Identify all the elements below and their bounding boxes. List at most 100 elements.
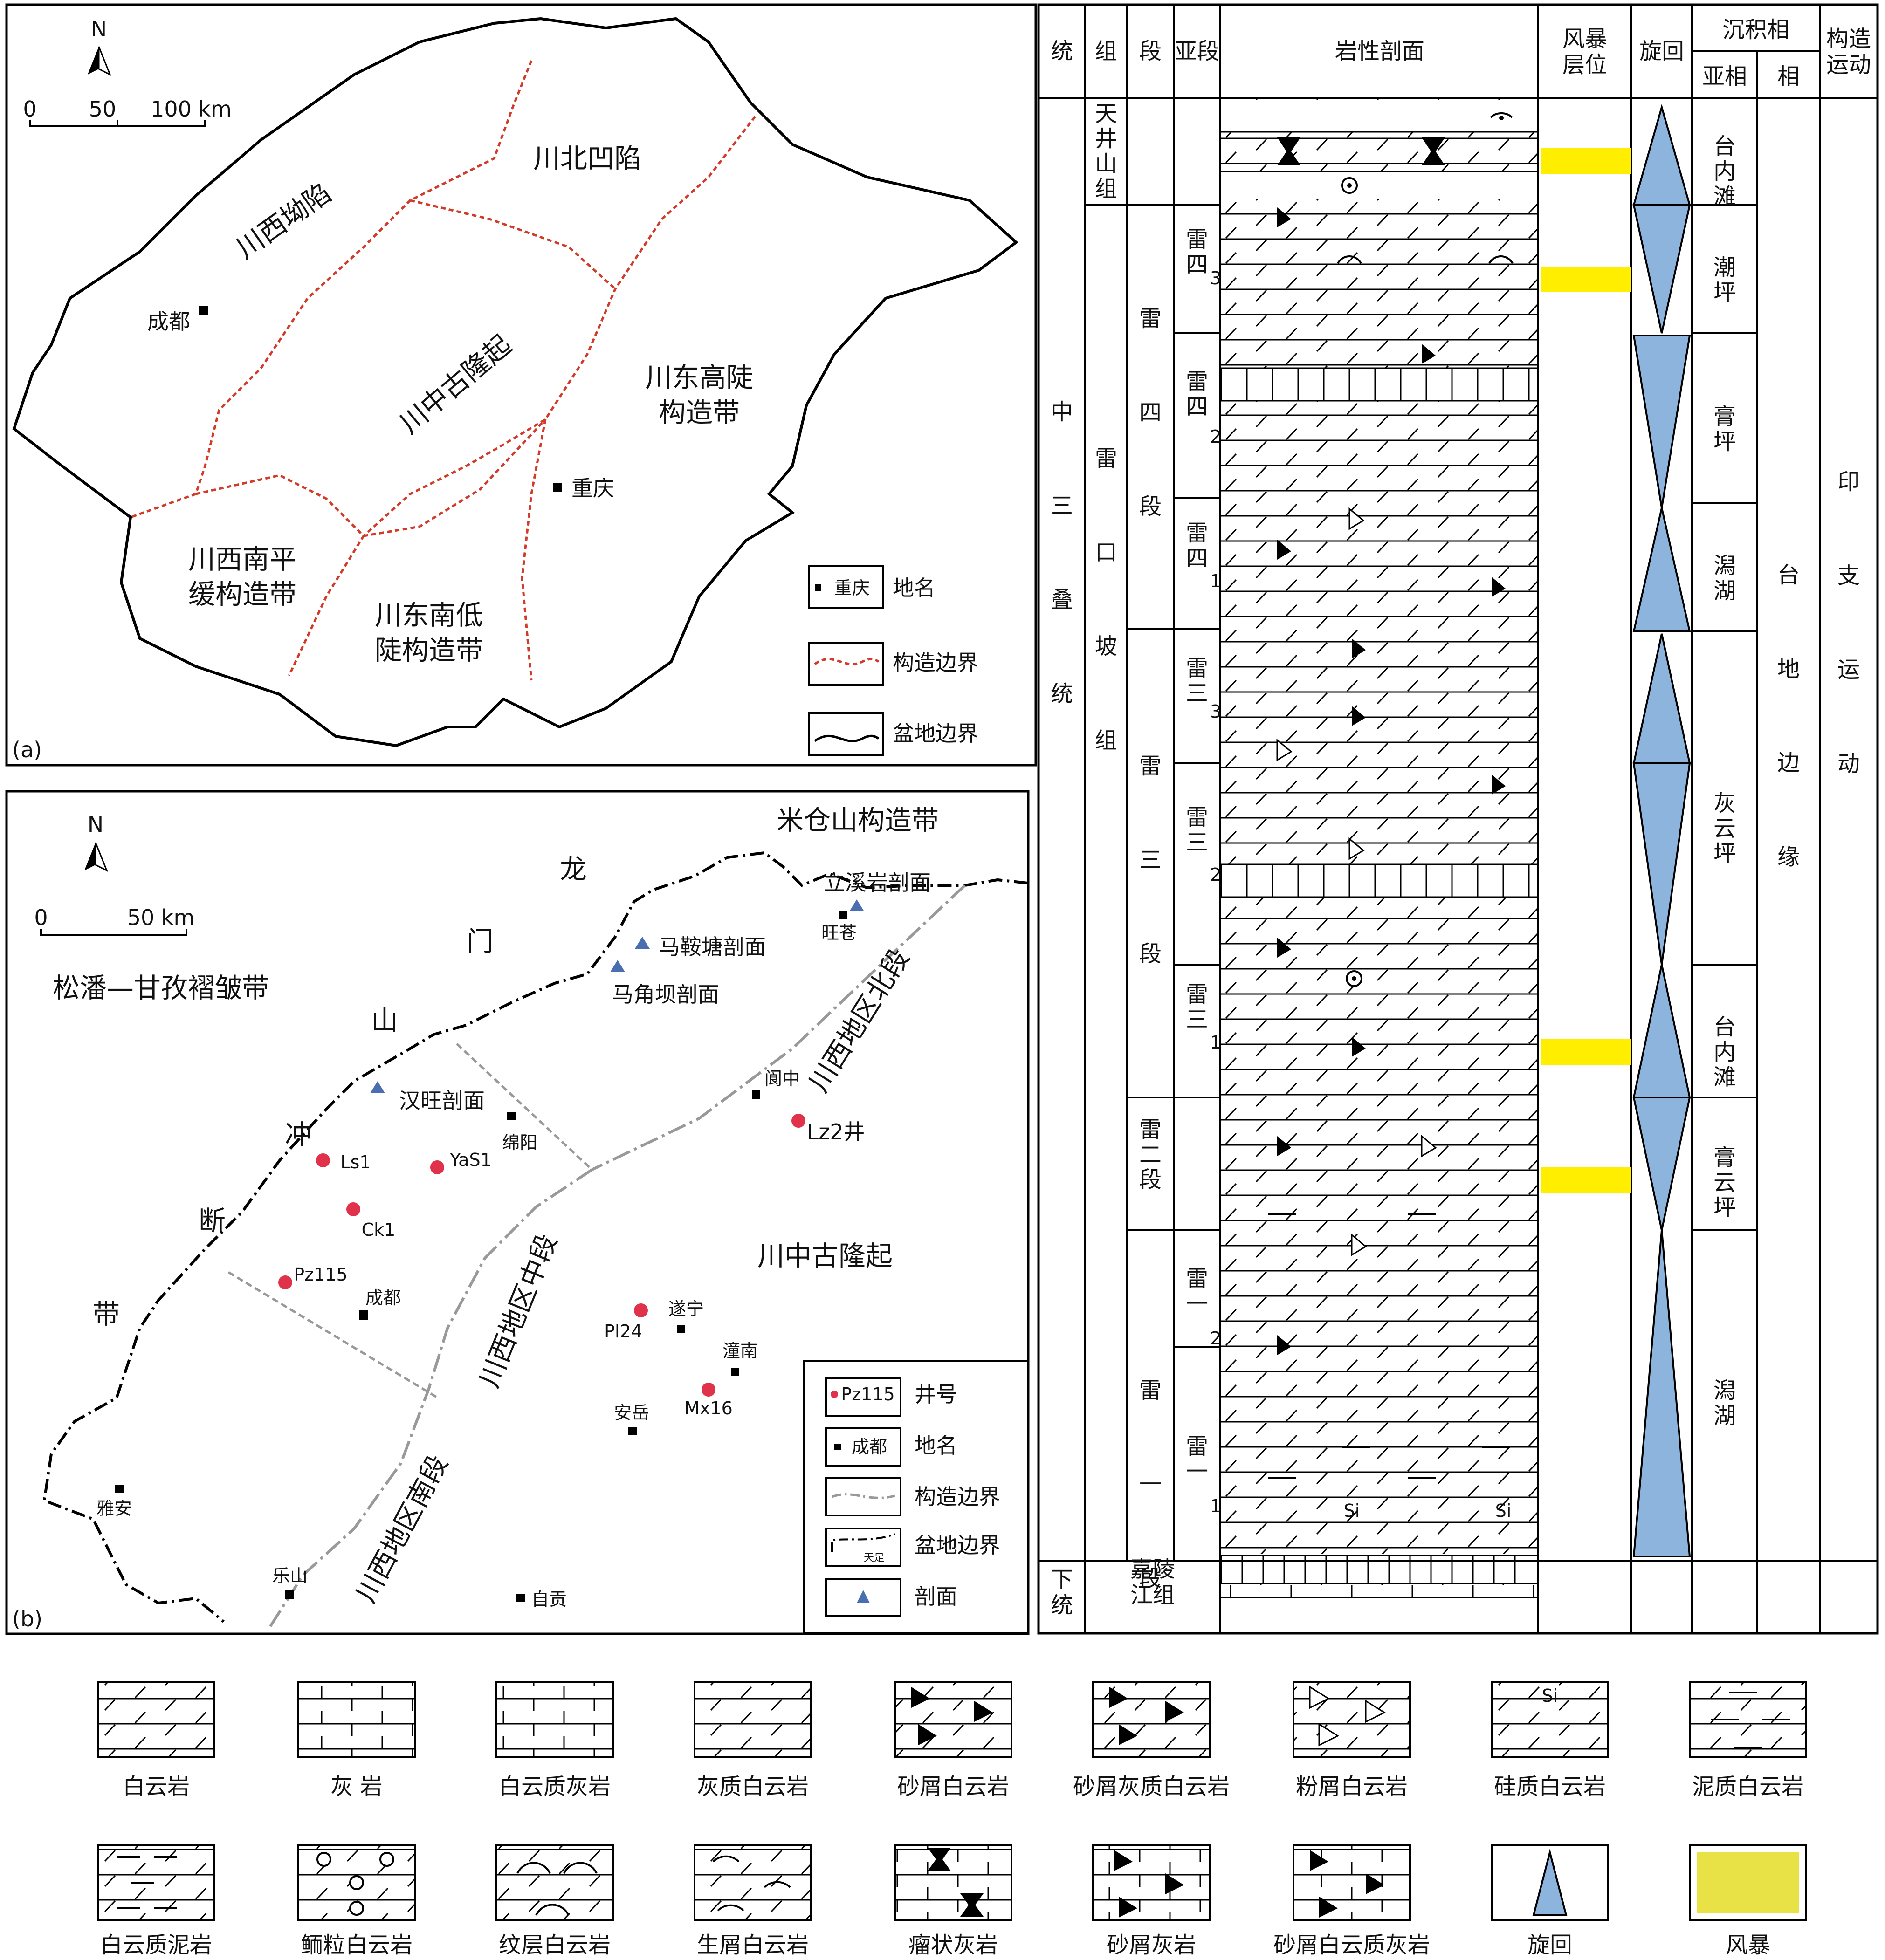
duan-lei4: 雷四段 bbox=[1139, 306, 1162, 520]
yaduan-lei1-2-sup: 2 bbox=[1210, 1328, 1221, 1349]
city-marker-chongqing bbox=[553, 483, 562, 492]
yaduan-lei1-1-sup: 1 bbox=[1210, 1496, 1221, 1516]
well-icon bbox=[791, 1114, 805, 1128]
city-leshan: 乐山 bbox=[272, 1566, 308, 1586]
legend-label-1: 灰 岩 bbox=[330, 1774, 382, 1800]
panel-b: N 0 50 km 米仓山构造带 松潘—甘孜褶皱带 龙 门 山 冲 断 带 川中… bbox=[5, 790, 1030, 1635]
subfacies-6: 膏云坪 bbox=[1713, 1144, 1736, 1221]
legend-label-0: 白云岩 bbox=[123, 1774, 190, 1800]
sand-debris-marks bbox=[1277, 207, 1506, 1355]
region-chuandong-1: 川东高陡 bbox=[645, 362, 753, 393]
region-chuanxinan-1: 川西南平 bbox=[188, 543, 296, 575]
scale-bar: 0 50 100 km bbox=[23, 96, 232, 127]
column-headers: 统 组 段 亚段 岩性剖面 风暴层位 旋回 沉积相 亚相 相 构造运动 bbox=[1051, 17, 1871, 89]
legend-label-17: 风暴 bbox=[1726, 1932, 1770, 1958]
region-chuandong-2: 构造带 bbox=[659, 397, 740, 428]
legend-section-icon bbox=[857, 1590, 870, 1603]
lithology-dolomite-fill bbox=[1221, 98, 1538, 1554]
scale-bar-b: 0 50 km bbox=[34, 905, 195, 936]
cycle-triangles bbox=[1632, 103, 1691, 1557]
panel-a: N 0 50 100 km 川北凹陷 川西坳陷 川中古隆起 川东高陡 构造带 川… bbox=[5, 3, 1037, 767]
storm-layer bbox=[1541, 267, 1631, 292]
legend-label-8: 泥质白云岩 bbox=[1692, 1774, 1804, 1800]
north-label: N bbox=[91, 16, 107, 41]
subfacies-2: 膏坪 bbox=[1713, 404, 1736, 455]
legend-b-section-label: 剖面 bbox=[915, 1584, 957, 1609]
city-chengdu: 成都 bbox=[147, 309, 190, 334]
storm-layers bbox=[1541, 148, 1631, 1193]
legend-a-basin-label: 盆地边界 bbox=[893, 721, 978, 746]
header-subfacies: 亚相 bbox=[1702, 63, 1747, 89]
header-lithology: 岩性剖面 bbox=[1335, 38, 1424, 64]
tong-middle-triassic: 中三叠统 bbox=[1051, 399, 1073, 707]
legend-label-10: 鲕粒白云岩 bbox=[301, 1932, 413, 1958]
city-langzhong: 阆中 bbox=[764, 1069, 800, 1089]
region-chuanzhong: 川中古隆起 bbox=[393, 329, 517, 440]
nodular-mark bbox=[1277, 137, 1300, 165]
legend-label-4: 砂屑白云岩 bbox=[897, 1774, 1009, 1800]
legend-b-well-label: 井号 bbox=[915, 1382, 957, 1407]
legend-ornaments: Si bbox=[117, 1686, 1799, 1918]
silt-debris-marks bbox=[1276, 507, 1437, 1256]
region-chuanxinan-2: 缓构造带 bbox=[188, 578, 296, 610]
panel-b-tag: (b) bbox=[12, 1606, 42, 1631]
well-markers bbox=[278, 1114, 805, 1397]
north-label-b: N bbox=[88, 812, 103, 837]
yaduan-lei4-2-sup: 2 bbox=[1210, 426, 1221, 447]
yaduan-lei3-1: 雷三 bbox=[1186, 981, 1208, 1033]
lithology-legend: Si 白云岩 灰 岩 白云质灰岩 灰质白云岩 bbox=[97, 1681, 1807, 1958]
scale-tick-0: 0 bbox=[23, 96, 36, 122]
yaduan-lei1-1: 雷一 bbox=[1186, 1433, 1208, 1485]
segment-dividers bbox=[227, 1043, 593, 1399]
section-hanwang: 汉旺剖面 bbox=[399, 1088, 485, 1113]
section-icon bbox=[610, 960, 625, 972]
well-icon bbox=[346, 1202, 360, 1216]
yaduan-lei3-2-sup: 2 bbox=[1210, 864, 1221, 885]
storm-layer bbox=[1541, 148, 1631, 174]
belt-micangshan: 米仓山构造带 bbox=[777, 804, 939, 836]
yaduan-lei3-2: 雷三 bbox=[1186, 804, 1208, 856]
north-arrow-icon: N bbox=[84, 812, 108, 872]
section-maantang: 马鞍塘剖面 bbox=[659, 934, 766, 959]
city-suining: 遂宁 bbox=[668, 1299, 704, 1319]
column-grid bbox=[1039, 5, 1878, 1633]
legend-label-15: 砂屑白云质灰岩 bbox=[1273, 1932, 1430, 1958]
zu-jialingjiang: 嘉陵江组 bbox=[1130, 1556, 1175, 1608]
yaduan-labels: 雷四 3 雷四 2 雷四 1 雷三 3 雷三 2 雷三 1 雷一 2 雷一 1 bbox=[1186, 226, 1221, 1516]
storm-layer bbox=[1541, 1039, 1631, 1065]
structure-boundaries bbox=[130, 60, 756, 681]
column-frame bbox=[1037, 3, 1879, 1635]
region-chuanxi: 川西坳陷 bbox=[230, 177, 337, 265]
city-yaan: 雅安 bbox=[96, 1498, 132, 1519]
well-pz115: Pz115 bbox=[294, 1264, 347, 1285]
well-ck1: Ck1 bbox=[362, 1220, 396, 1240]
scale-tick-50: 50 bbox=[89, 96, 117, 122]
legend-label-16: 旋回 bbox=[1527, 1932, 1572, 1958]
legend-si-sample: Si bbox=[1542, 1686, 1558, 1706]
scale-b-tick-0: 0 bbox=[34, 905, 48, 930]
city-wangcang: 旺苍 bbox=[821, 923, 857, 943]
legend-label-11: 纹层白云岩 bbox=[499, 1932, 611, 1958]
section-icon bbox=[370, 1081, 385, 1093]
legend-a-city-label: 地名 bbox=[893, 576, 936, 601]
legend-b-basin-sample bbox=[831, 1533, 895, 1552]
legend-b-structure-sample bbox=[832, 1493, 895, 1499]
basin-boundary bbox=[12, 17, 1018, 747]
belt-chuanzhong: 川中古隆起 bbox=[757, 1240, 893, 1272]
yaduan-lei4-1-sup: 1 bbox=[1210, 571, 1221, 591]
section-majiaoba: 马角坝剖面 bbox=[612, 982, 719, 1007]
well-pl24: Pl24 bbox=[604, 1321, 642, 1342]
legend-a: 重庆 地名 构造边界 盆地边界 bbox=[808, 565, 978, 756]
city-chengdu-b: 成都 bbox=[365, 1288, 401, 1308]
legend-a-structure-label: 构造边界 bbox=[893, 650, 978, 675]
legend-cycle-icon bbox=[1532, 1849, 1568, 1916]
belt-char-dai: 带 bbox=[93, 1298, 120, 1330]
segment-middle: 川西地区中段 bbox=[473, 1229, 563, 1391]
nodular-mark bbox=[1422, 137, 1445, 165]
section-lixiyan: 立溪岩剖面 bbox=[824, 870, 931, 895]
scale-b-tick-50: 50 km bbox=[127, 905, 195, 930]
well-icon bbox=[278, 1275, 292, 1289]
si-mark-2: Si bbox=[1495, 1501, 1512, 1521]
yaduan-lei4-2: 雷四 bbox=[1186, 369, 1208, 420]
